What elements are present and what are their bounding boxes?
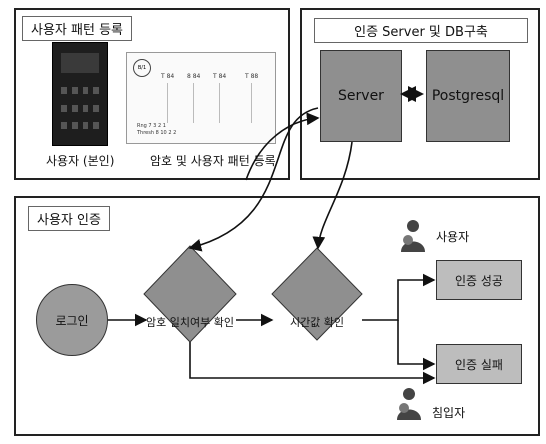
- smartphone-icon: [52, 42, 108, 146]
- auth-success-node: 인증 성공: [436, 260, 522, 300]
- auth-panel: 사용자 인증: [14, 196, 540, 436]
- intruder-lock-icon: [397, 388, 421, 420]
- user-label: 사용자: [436, 230, 470, 244]
- password-to-fail-arrow: [189, 342, 436, 385]
- login-node: 로그인: [36, 284, 108, 356]
- auth-fail-node: 인증 실패: [436, 344, 522, 384]
- registration-panel: 사용자 패턴 등록 B/1 T 84 8 84 T 84 T 88 Rng 7 …: [14, 8, 290, 180]
- registration-title: 사용자 패턴 등록: [22, 16, 132, 41]
- server-to-time-curve: [312, 141, 353, 250]
- password-check-label: 암호 일치여부 확인: [146, 316, 234, 329]
- time-to-success-arrow: [362, 273, 436, 321]
- auth-panel-title: 사용자 인증: [28, 206, 110, 231]
- user-lock-icon: [401, 220, 425, 252]
- server-panel-title: 인증 Server 및 DB구축: [314, 18, 528, 43]
- postgresql-node: Postgresql: [426, 50, 510, 142]
- pattern-register-label: 암호 및 사용자 패턴 등록: [150, 154, 276, 168]
- registration-to-server-curve: [245, 112, 320, 181]
- time-check-label: 시간값 확인: [289, 316, 345, 329]
- server-to-password-curve: [188, 107, 319, 252]
- intruder-label: 침입자: [432, 406, 466, 420]
- user-self-label: 사용자 (본인): [46, 154, 115, 168]
- time-check-diamond: [271, 247, 363, 341]
- time-to-fail-arrow: [397, 320, 436, 371]
